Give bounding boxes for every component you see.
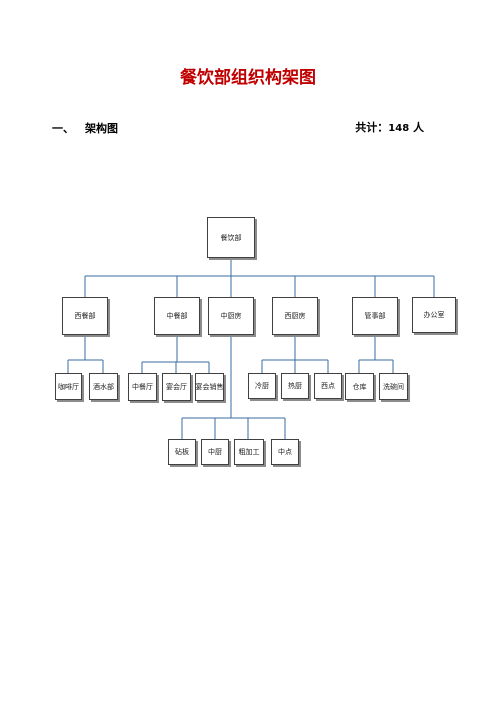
org-node-dept-chinese-kitchen: 中厨房 [208,297,254,335]
org-node-dim-sum: 中点 [271,439,299,465]
org-node-dept-stewarding: 管事部 [352,297,398,335]
total-count: 共计：148 人 [355,119,424,135]
org-node-coffee-shop: 咖啡厅 [55,373,82,400]
org-node-chinese-dining-room: 中餐厅 [128,373,157,401]
org-node-dept-western-kitchen: 西厨房 [272,297,318,335]
section-number: 一、 [52,122,74,135]
total-prefix: 共计： [355,121,389,134]
org-node-warehouse: 仓库 [345,373,374,400]
org-node-cold-kitchen: 冷厨 [248,373,276,399]
org-node-dept-chinese-restaurant: 中餐部 [154,297,200,335]
org-node-dishwashing-room: 洗碗间 [379,373,408,400]
org-node-rough-processing: 粗加工 [234,439,264,465]
org-node-banquet-sales: 宴会销售 [195,373,224,401]
section-label: 架构图 [85,122,118,135]
org-node-dept-office: 办公室 [412,297,456,333]
org-node-hot-kitchen: 热厨 [281,373,309,399]
org-node-root: 餐饮部 [207,217,255,258]
org-node-pastry: 西点 [314,373,342,399]
total-suffix: 人 [413,121,424,134]
org-node-beverage: 酒水部 [89,373,118,400]
org-node-banquet-hall: 宴会厅 [162,373,191,401]
org-node-chinese-cook: 中厨 [201,439,229,465]
org-node-dept-western-restaurant: 西餐部 [62,297,108,335]
total-number: 148 [388,123,410,134]
org-node-cutting-board: 砧板 [168,439,196,465]
page-title: 餐饮部组织构架图 [180,68,316,88]
